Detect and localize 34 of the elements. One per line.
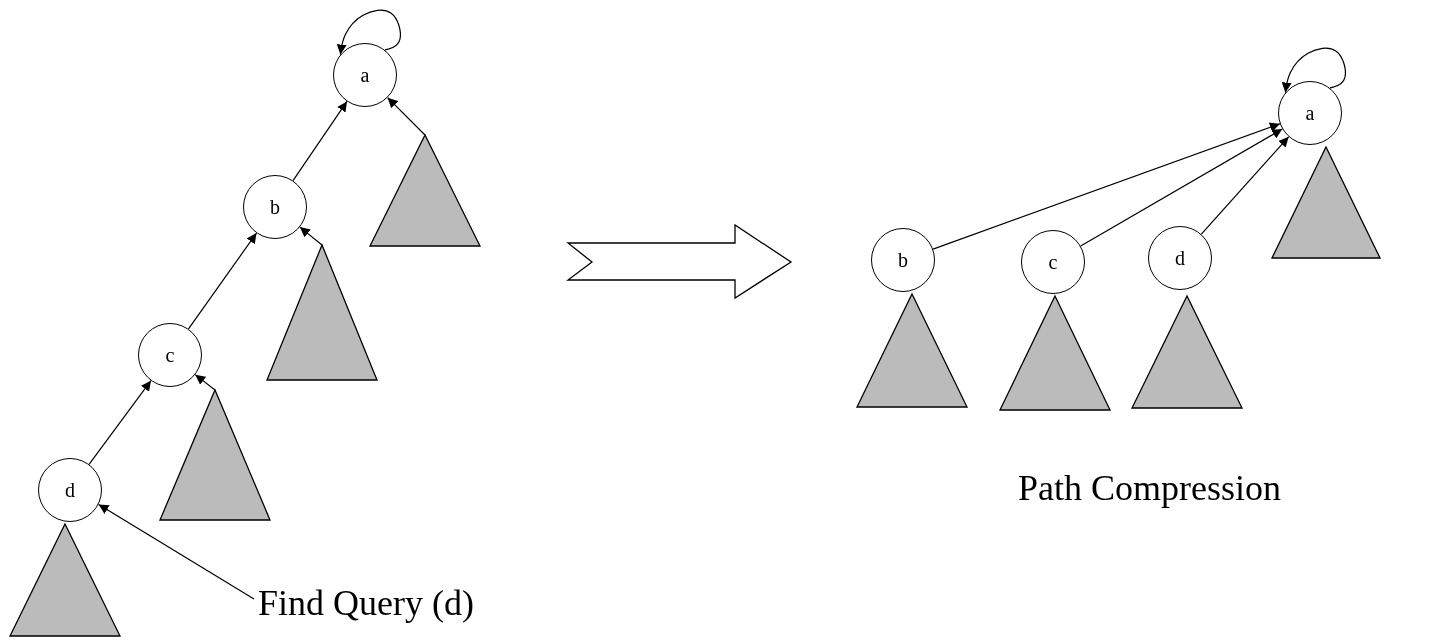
arrow: [88, 380, 152, 465]
triangle-subtree-shape: [158, 388, 272, 522]
triangle-subtree-shape: [368, 133, 482, 248]
node-label: a: [1305, 103, 1315, 123]
arrow: [299, 226, 323, 246]
self-loop-arrow: [1281, 47, 1346, 94]
tree-node-circle: [138, 323, 202, 387]
tree-node-circle: [333, 43, 397, 107]
node-label: d: [1175, 248, 1185, 268]
arrow: [187, 232, 258, 330]
arrow: [292, 100, 348, 182]
triangle-subtree-shape: [265, 243, 379, 382]
node-label: c: [1048, 252, 1058, 272]
arrow: [932, 122, 1281, 250]
triangle-subtree-shape: [8, 522, 122, 638]
self-loop-arrow: [336, 9, 401, 56]
node-label: b: [270, 197, 280, 217]
caption-text: Path Compression: [1018, 470, 1281, 506]
tree-node-circle: [1278, 81, 1342, 145]
arrow: [387, 97, 426, 136]
node-label: a: [360, 65, 370, 85]
arrow: [194, 374, 216, 391]
triangle-subtree-shape: [855, 292, 969, 409]
tree-node-circle: [243, 175, 307, 239]
node-label: c: [165, 345, 175, 365]
node-label: d: [65, 480, 75, 500]
triangle-subtree-shape: [1130, 294, 1244, 410]
arrow: [1200, 136, 1290, 235]
triangle-subtree-shape: [1270, 145, 1382, 260]
triangle-subtree-shape: [998, 294, 1112, 412]
arrow: [1080, 128, 1283, 247]
arrow: [97, 503, 255, 600]
node-label: b: [898, 250, 908, 270]
query-text: Find Query (d): [258, 585, 474, 621]
